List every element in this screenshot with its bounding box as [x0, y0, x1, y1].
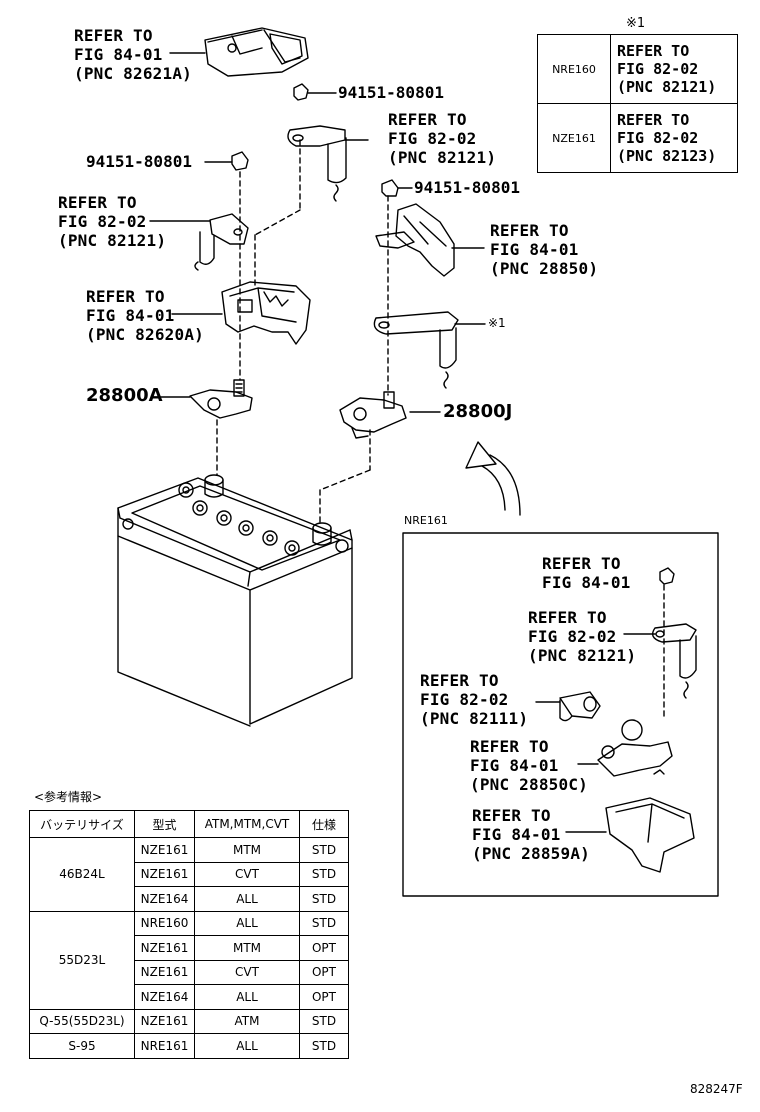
terminal-28800A	[189, 379, 253, 419]
label-82121-top: REFER TO FIG 82-02 (PNC 82121)	[388, 110, 497, 167]
spec-cell: STD	[299, 1008, 349, 1034]
label-82121-left: REFER TO FIG 82-02 (PNC 82121)	[58, 193, 167, 250]
model-cell: NZE161	[134, 959, 195, 985]
model-cell: NZE164	[134, 984, 195, 1010]
model-cell: NZE161	[134, 837, 195, 863]
trans-cell: ALL	[194, 886, 300, 912]
table-header-row: バッテリサイズ 型式 ATM,MTM,CVT 仕様	[29, 810, 349, 838]
fuse-block-28850	[375, 203, 455, 277]
trans-cell: MTM	[194, 837, 300, 863]
battery	[117, 474, 353, 727]
trans-cell: ALL	[194, 1033, 300, 1059]
part-number-28800A: 28800A	[86, 385, 163, 406]
model-cell: NZE161	[134, 1008, 195, 1034]
mark1-label: ※1	[488, 316, 506, 330]
ref-text: REFER TO FIG 82-02 (PNC 82121)	[610, 34, 738, 104]
table-row: NZE161 MTM OPT	[30, 935, 349, 961]
spec-cell: STD	[299, 910, 349, 936]
table-row: 46B24L NZE161 MTM STD	[29, 837, 349, 912]
table-row: NZE164 ALL STD	[30, 886, 349, 912]
inset-title: NRE161	[404, 514, 448, 527]
header-model: 型式	[134, 810, 195, 838]
part-number-28800J: 28800J	[443, 401, 513, 422]
part-number-nut-right: 94151-80801	[414, 178, 520, 197]
table-row: S-95 NRE161 ALL STD	[29, 1033, 349, 1059]
nuts	[231, 83, 675, 585]
diagram-code: 828247F	[690, 1082, 743, 1096]
model-cell: NZE161	[134, 861, 195, 887]
leader-lines	[149, 52, 486, 413]
model-code: NZE161	[537, 103, 611, 173]
label-28850: REFER TO FIG 84-01 (PNC 28850)	[490, 221, 599, 278]
ref-table-mark: ※1	[626, 16, 646, 31]
model-code: NRE160	[537, 34, 611, 104]
inset-parts	[535, 623, 697, 873]
trans-cell: MTM	[194, 935, 300, 961]
trans-cell: ALL	[194, 910, 300, 936]
inset-label-5: REFER TO FIG 84-01 (PNC 28859A)	[472, 806, 590, 863]
spec-cell: STD	[299, 837, 349, 863]
battery-table-caption: <参考情報>	[34, 790, 103, 804]
label-82621A: REFER TO FIG 84-01 (PNC 82621A)	[74, 26, 192, 83]
inset-label-3: REFER TO FIG 82-02 (PNC 82111)	[420, 671, 529, 728]
table-row: NZE164 ALL OPT	[30, 984, 349, 1010]
terminal-cover-82621A	[204, 27, 309, 77]
table-row: 55D23L NRE160 ALL STD	[29, 910, 349, 1010]
inset-label-4: REFER TO FIG 84-01 (PNC 28850C)	[470, 737, 588, 794]
header-transmission: ATM,MTM,CVT	[194, 810, 300, 838]
trans-cell: ALL	[194, 984, 300, 1010]
spec-cell: OPT	[299, 935, 349, 961]
bracket-mark1	[373, 311, 459, 389]
battery-size: S-95	[29, 1033, 135, 1059]
spec-cell: OPT	[299, 984, 349, 1010]
spec-cell: OPT	[299, 959, 349, 985]
model-cell: NRE160	[134, 910, 195, 936]
trans-cell: CVT	[194, 959, 300, 985]
part-number-nut-left: 94151-80801	[86, 152, 192, 171]
battery-size: 55D23L	[29, 910, 135, 1010]
header-battery-size: バッテリサイズ	[29, 810, 135, 838]
inset-label-2: REFER TO FIG 82-02 (PNC 82121)	[528, 608, 637, 665]
battery-table: バッテリサイズ 型式 ATM,MTM,CVT 仕様 46B24L NZE161 …	[29, 810, 349, 1059]
ref-table-row: NZE161 REFER TO FIG 82-02 (PNC 82123)	[537, 103, 738, 173]
ref-text: REFER TO FIG 82-02 (PNC 82123)	[610, 103, 738, 173]
fuse-block-82620A	[221, 281, 311, 345]
trans-cell: ATM	[194, 1008, 300, 1034]
table-row: Q-55(55D23L) NZE161 ATM STD	[29, 1008, 349, 1034]
cable-terminal-left	[194, 213, 249, 271]
inset-label-1: REFER TO FIG 84-01	[542, 554, 631, 592]
header-spec: 仕様	[299, 810, 349, 838]
cable-terminal-top	[287, 125, 347, 202]
arrow-to-inset	[465, 441, 521, 516]
model-cell: NZE164	[134, 886, 195, 912]
terminal-28800J	[339, 391, 407, 439]
spec-cell: STD	[299, 1033, 349, 1059]
ref-table: NRE160 REFER TO FIG 82-02 (PNC 82121) NZ…	[537, 34, 738, 173]
ref-table-row: NRE160 REFER TO FIG 82-02 (PNC 82121)	[537, 34, 738, 104]
part-number-nut-top: 94151-80801	[338, 83, 444, 102]
battery-size: 46B24L	[29, 837, 135, 912]
spec-cell: STD	[299, 886, 349, 912]
assembly-lines	[216, 139, 665, 721]
spec-cell: STD	[299, 861, 349, 887]
trans-cell: CVT	[194, 861, 300, 887]
model-cell: NRE161	[134, 1033, 195, 1059]
label-82620A: REFER TO FIG 84-01 (PNC 82620A)	[86, 287, 204, 344]
battery-size: Q-55(55D23L)	[29, 1008, 135, 1034]
inset-box	[402, 532, 719, 897]
model-cell: NZE161	[134, 935, 195, 961]
